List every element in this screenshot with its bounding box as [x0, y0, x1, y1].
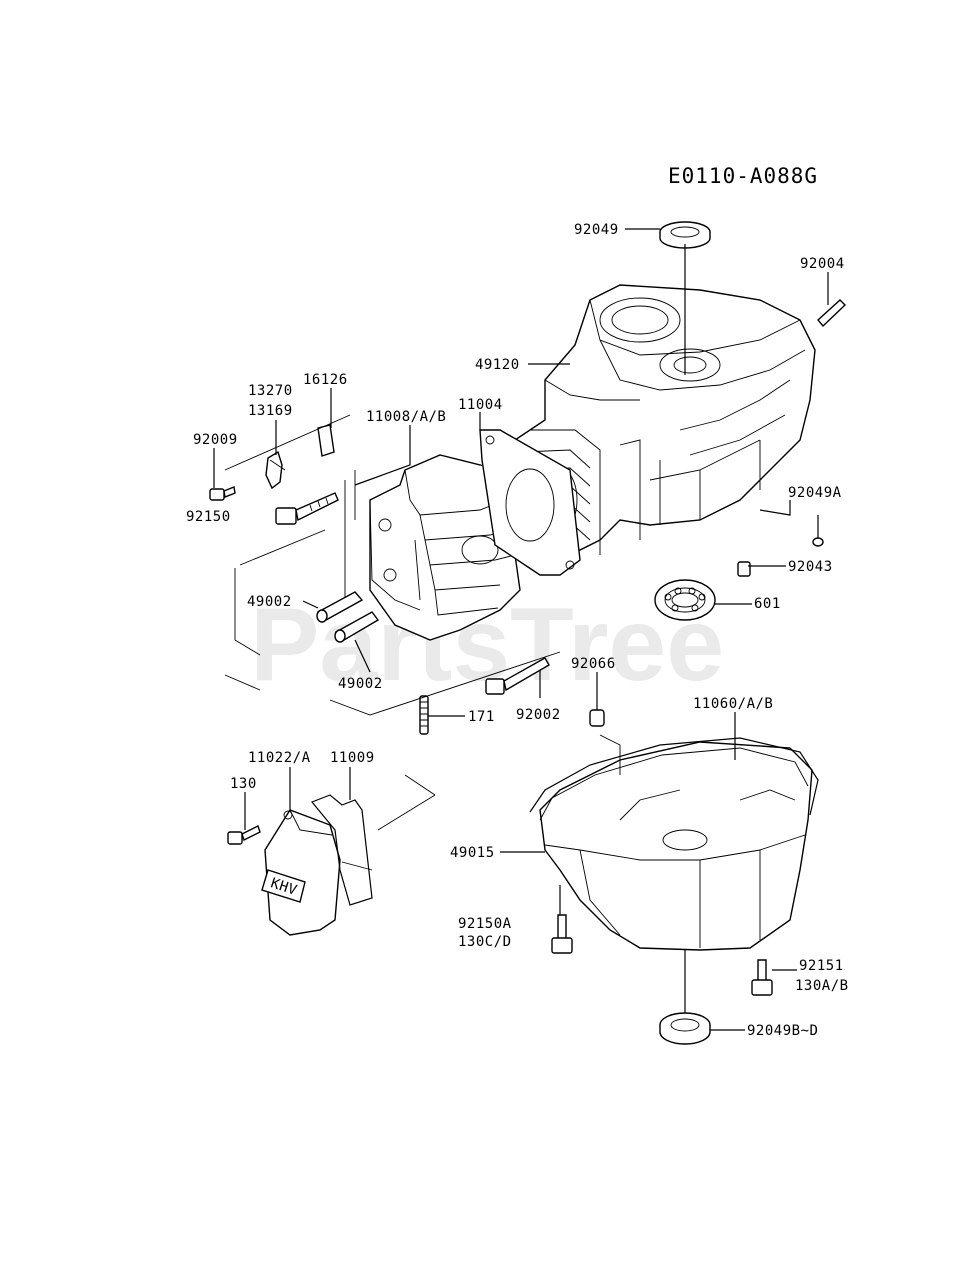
- oil-pan-49015[interactable]: [539, 741, 813, 951]
- label-92049B-D[interactable]: 92049B~D: [747, 1023, 818, 1039]
- guide-49002-upper[interactable]: [316, 591, 364, 623]
- label-11004[interactable]: 11004: [458, 397, 503, 413]
- label-92009[interactable]: 92009: [193, 432, 238, 448]
- bearing-601[interactable]: [654, 579, 716, 621]
- label-92151[interactable]: 92151: [799, 958, 844, 974]
- label-92049[interactable]: 92049: [574, 222, 619, 238]
- label-49002-lower[interactable]: 49002: [338, 676, 383, 692]
- plug-92043[interactable]: [737, 561, 751, 577]
- label-130AB[interactable]: 130A/B: [795, 978, 849, 994]
- cylinder-head-11008[interactable]: [369, 454, 521, 641]
- label-92150A[interactable]: 92150A: [458, 916, 512, 932]
- cover-gasket-11009[interactable]: [311, 794, 373, 906]
- label-49015[interactable]: 49015: [450, 845, 495, 861]
- label-16126[interactable]: 16126: [303, 372, 348, 388]
- rocker-cover-11022[interactable]: KHV: [261, 809, 341, 936]
- pan-gasket-11060[interactable]: [529, 737, 819, 821]
- bolt-92151[interactable]: [751, 959, 773, 996]
- label-11022[interactable]: 11022/A: [248, 750, 311, 766]
- label-130[interactable]: 130: [230, 776, 257, 792]
- label-11060[interactable]: 11060/A/B: [693, 696, 773, 712]
- bolt-130[interactable]: [227, 825, 261, 845]
- label-92049A[interactable]: 92049A: [788, 485, 842, 501]
- head-gasket-11004[interactable]: [479, 429, 581, 576]
- bolt-92150A[interactable]: [551, 914, 573, 954]
- label-49120[interactable]: 49120: [475, 357, 520, 373]
- label-11009[interactable]: 11009: [330, 750, 375, 766]
- label-130CD[interactable]: 130C/D: [458, 934, 512, 950]
- label-92066[interactable]: 92066: [571, 656, 616, 672]
- stud-92004[interactable]: [817, 299, 847, 328]
- label-171[interactable]: 171: [468, 709, 495, 725]
- bolt-92150[interactable]: [275, 492, 339, 525]
- label-92150[interactable]: 92150: [186, 509, 231, 525]
- label-601[interactable]: 601: [754, 596, 781, 612]
- plate-16126[interactable]: [317, 424, 335, 457]
- part-labels: 92049 92004 49120 16126 13270 13169 1100…: [186, 222, 849, 1039]
- label-13270[interactable]: 13270: [248, 383, 293, 399]
- guide-49002-lower[interactable]: [334, 611, 380, 643]
- crankcase-49120[interactable]: [509, 284, 816, 561]
- oil-seal-92049B-D[interactable]: [659, 1012, 711, 1045]
- stud-171[interactable]: [419, 695, 429, 735]
- svg-text:KHV: KHV: [269, 875, 299, 899]
- label-92004[interactable]: 92004: [800, 256, 845, 272]
- washer-92049A[interactable]: [812, 537, 824, 547]
- diagram-code: E0110-A088G: [668, 164, 818, 188]
- label-11008[interactable]: 11008/A/B: [366, 409, 446, 425]
- label-13169[interactable]: 13169: [248, 403, 293, 419]
- bolt-92009[interactable]: [209, 486, 236, 501]
- plug-92066[interactable]: [589, 709, 605, 727]
- label-49002-upper[interactable]: 49002: [247, 594, 292, 610]
- label-92002[interactable]: 92002: [516, 707, 561, 723]
- oil-seal-92049[interactable]: [659, 221, 711, 249]
- leader-lines: [213, 228, 829, 1031]
- clamp-13270[interactable]: [265, 450, 286, 490]
- bolt-92002[interactable]: [485, 657, 550, 695]
- label-92043[interactable]: 92043: [788, 559, 833, 575]
